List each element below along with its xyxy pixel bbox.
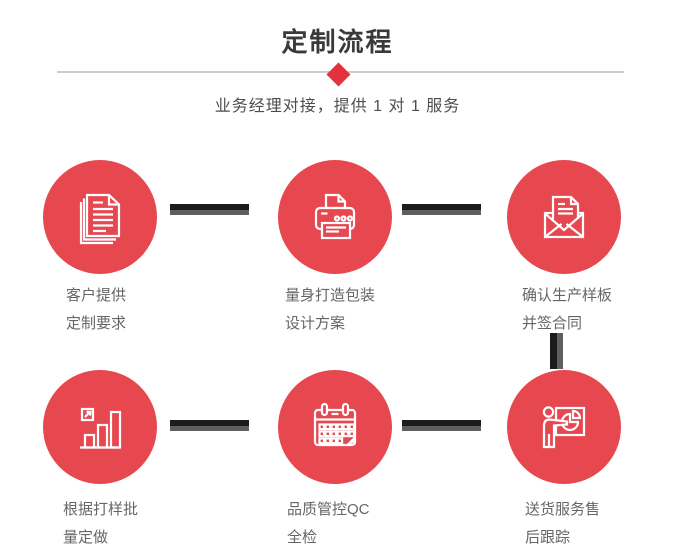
connector-step3-step6 — [550, 333, 563, 369]
step-label-line: 并签合同 — [522, 315, 583, 332]
step-circle-1 — [43, 160, 157, 274]
step-label-line: 后跟踪 — [525, 529, 571, 546]
step-label-line: 全检 — [287, 529, 318, 546]
envelope-icon — [543, 195, 585, 239]
step-label-line: 确认生产样板 — [522, 287, 613, 304]
diamond-icon — [326, 62, 351, 87]
subtitle: 业务经理对接，提供 1 对 1 服务 — [214, 98, 461, 115]
presentation-icon — [542, 406, 586, 449]
step-label-line: 定制要求 — [66, 315, 127, 332]
step-label-line: 品质管控QC — [287, 501, 370, 518]
step-label-line: 设计方案 — [285, 315, 346, 332]
step-circle-6 — [507, 370, 621, 484]
step-label-line: 送货服务售 — [525, 501, 601, 518]
calendar-icon — [313, 402, 357, 447]
step-circle-4 — [43, 370, 157, 484]
step-label-line: 客户提供 — [66, 287, 127, 304]
step-label-3: 确认生产样板 并签合同 — [522, 282, 612, 338]
printer-icon — [314, 193, 356, 240]
step-circle-2 — [278, 160, 392, 274]
connector-step1-step2 — [170, 204, 249, 215]
step-label-line: 根据打样批 — [63, 501, 139, 518]
step-circle-3 — [507, 160, 621, 274]
step-label-2: 量身打造包装 设计方案 — [285, 282, 375, 338]
connector-step5-step6 — [402, 420, 481, 431]
connector-step2-step3 — [402, 204, 481, 215]
step-label-6: 送货服务售 后跟踪 — [525, 496, 600, 550]
page-title: 定制流程 — [281, 27, 394, 57]
connector-step4-step5 — [170, 420, 249, 431]
step-label-5: 品质管控QC 全检 — [287, 496, 370, 550]
bar-chart-icon — [80, 407, 122, 449]
step-label-4: 根据打样批 量定做 — [63, 496, 138, 550]
step-label-1: 客户提供 定制要求 — [66, 282, 126, 338]
documents-icon — [79, 193, 121, 245]
step-label-line: 量定做 — [63, 529, 109, 546]
step-circle-5 — [278, 370, 392, 484]
step-label-line: 量身打造包装 — [285, 287, 376, 304]
